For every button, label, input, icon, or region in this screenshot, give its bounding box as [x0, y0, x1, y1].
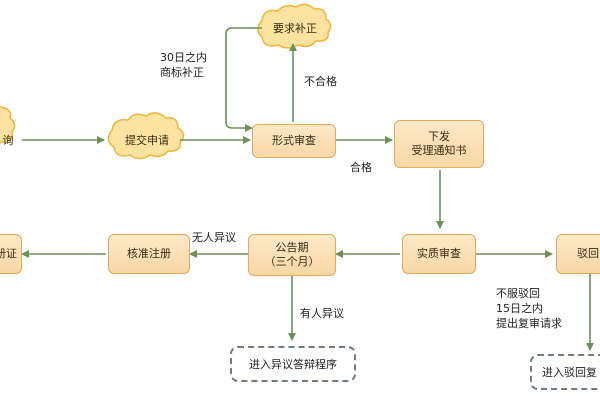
label-pass: 合格 — [350, 161, 372, 174]
node-left-cut-bottom: 册证 — [0, 234, 22, 274]
node-substantive-review: 实质审查 — [402, 234, 476, 274]
arrows — [21, 27, 594, 351]
node-require-correction: 要求补正 — [273, 22, 317, 35]
arrow-require-to-formal — [225, 27, 262, 132]
cloud-require — [257, 3, 332, 49]
node-submit-application: 提交申请 — [125, 134, 169, 147]
label-has-objection: 有人异议 — [300, 307, 344, 320]
node-acceptance-notice: 下发 受理通知书 — [394, 120, 484, 168]
cloud-submit — [107, 112, 185, 160]
cloud-left-cut — [0, 105, 16, 144]
node-approve-registration: 核准注册 — [108, 234, 190, 274]
label-within-30-days: 30日之内 商标补正 — [160, 51, 207, 79]
label-fail: 不合格 — [304, 75, 337, 88]
label-appeal: 不服驳回 15日之内 提出复审请求 — [496, 287, 562, 330]
node-formal-review: 形式审查 — [252, 124, 336, 158]
node-reject-review-procedure: 进入驳回复 — [530, 354, 600, 390]
node-announcement-period: 公告期 （三个月） — [248, 234, 336, 276]
node-left-cut-top: 询 — [2, 134, 14, 147]
node-objection-procedure: 进入异议答辩程序 — [230, 346, 356, 382]
label-no-objection: 无人异议 — [192, 231, 236, 244]
node-reject: 驳回 — [556, 234, 600, 274]
